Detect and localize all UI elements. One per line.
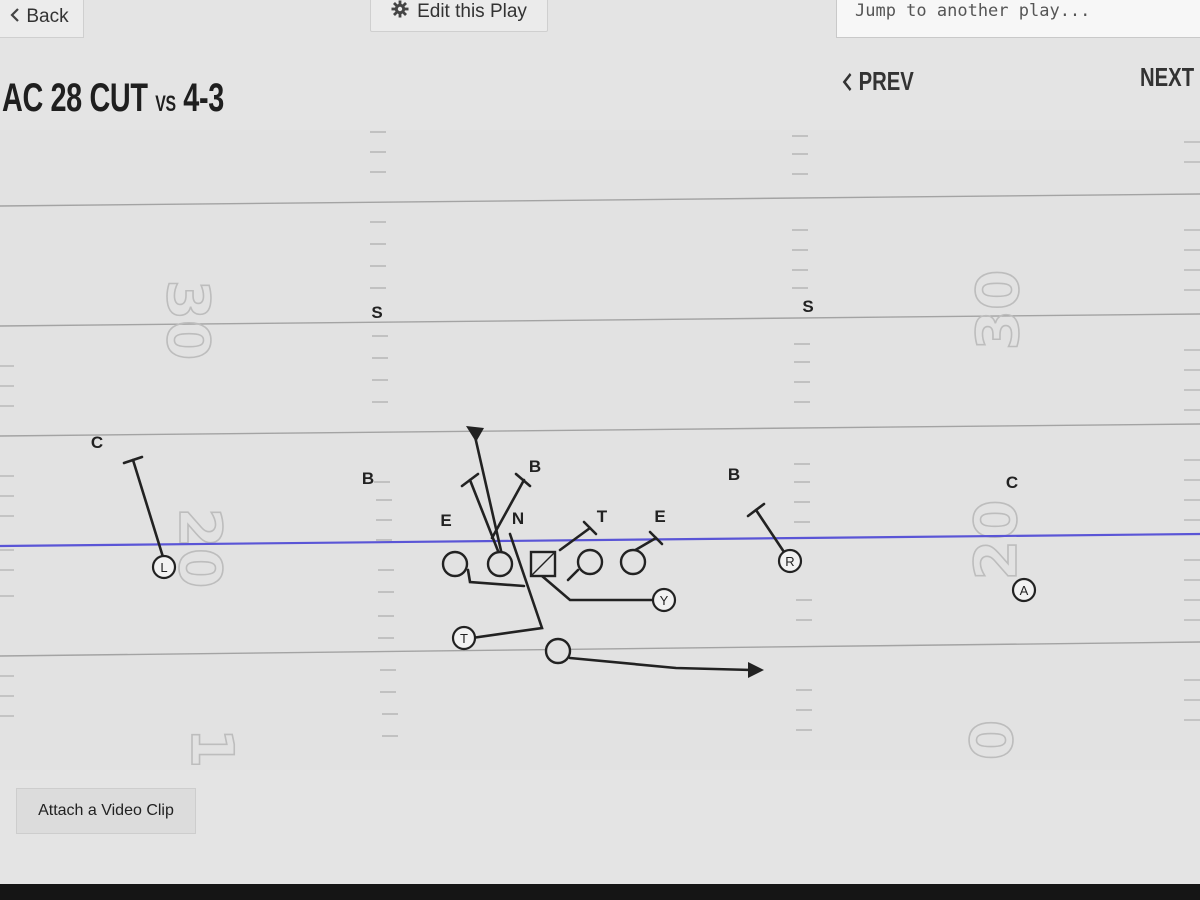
play-header: AC 28 CUT VS 4-3 PREV NEXT bbox=[0, 62, 1200, 134]
play-title: AC 28 CUT VS 4-3 bbox=[2, 76, 224, 121]
line-of-scrimmage bbox=[0, 532, 1200, 548]
prev-play-link[interactable]: PREV bbox=[842, 66, 914, 97]
yard-number-partial-left: 1 bbox=[178, 728, 246, 768]
receiver-a-label: A bbox=[1020, 583, 1029, 598]
yard-number-30-left: 30 bbox=[154, 280, 222, 361]
defender-backer-left: B bbox=[362, 469, 374, 488]
play-name: AC 28 CUT bbox=[2, 76, 148, 120]
jump-to-play-input[interactable]: Jump to another play... bbox=[836, 0, 1200, 38]
defender-backer-right: B bbox=[728, 465, 740, 484]
edit-play-button[interactable]: Edit this Play bbox=[370, 0, 548, 32]
yard-number-20-left: 20 bbox=[166, 508, 234, 589]
yard-number-partial-right: 0 bbox=[958, 720, 1026, 760]
defense-formation: 4-3 bbox=[183, 76, 224, 120]
gear-icon bbox=[391, 0, 409, 24]
yard-number-20-right: 20 bbox=[962, 500, 1030, 581]
attach-video-button[interactable]: Attach a Video Clip bbox=[16, 788, 196, 834]
tight-end-y-circle bbox=[651, 587, 677, 613]
back-label: Back bbox=[26, 5, 69, 27]
receiver-r-label: R bbox=[785, 554, 794, 569]
back-t-label: T bbox=[460, 631, 468, 646]
prev-label: PREV bbox=[858, 66, 914, 96]
defender-backer-mid: B bbox=[529, 457, 541, 476]
defender-end-right: E bbox=[654, 507, 665, 526]
top-toolbar: Back Edit this Play Jump to an bbox=[0, 0, 1200, 60]
defender-tackle: T bbox=[597, 507, 608, 526]
attach-video-label: Attach a Video Clip bbox=[38, 802, 174, 819]
chevron-left-icon bbox=[10, 6, 20, 28]
back-t-circle bbox=[451, 625, 477, 651]
chevron-left-icon bbox=[842, 66, 859, 96]
next-play-link[interactable]: NEXT bbox=[1140, 62, 1200, 93]
back-button[interactable]: Back bbox=[0, 0, 84, 38]
route-lines bbox=[122, 430, 790, 672]
next-label: NEXT bbox=[1140, 62, 1195, 92]
receiver-l-circle bbox=[151, 554, 177, 580]
edit-play-label: Edit this Play bbox=[417, 1, 527, 22]
receiver-r-circle bbox=[777, 548, 803, 574]
receiver-a-circle bbox=[1011, 577, 1037, 603]
yard-lines bbox=[0, 193, 1200, 657]
offensive-line bbox=[441, 548, 647, 665]
defender-nose: N bbox=[512, 509, 524, 528]
defender-corner-right: C bbox=[1006, 473, 1018, 492]
hash-marks-left bbox=[370, 131, 398, 737]
jump-to-play-placeholder: Jump to another play... bbox=[855, 1, 1091, 21]
receiver-l-label: L bbox=[160, 560, 167, 575]
tight-end-y-label: Y bbox=[660, 593, 669, 608]
defender-safety-left: S bbox=[371, 303, 382, 322]
defender-safety-right: S bbox=[802, 297, 813, 316]
defender-end-left: E bbox=[440, 511, 451, 530]
hash-marks-right bbox=[792, 135, 812, 731]
defender-corner-left: C bbox=[91, 433, 103, 452]
play-diagram-field: 30 30 20 20 1 0 S S C C B B B E N T E bbox=[0, 130, 1200, 770]
screen-bezel bbox=[0, 884, 1200, 900]
yard-number-30-right: 30 bbox=[964, 270, 1032, 351]
versus-label: VS bbox=[155, 91, 176, 116]
